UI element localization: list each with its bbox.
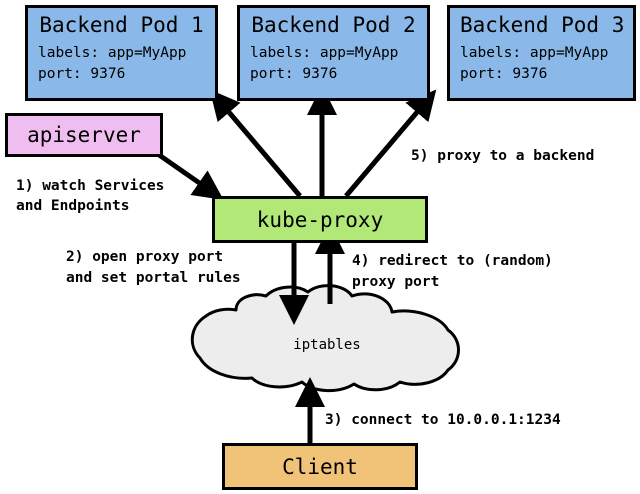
backend-pod-2-labels: labels: app=MyApp <box>250 45 399 61</box>
iptables-label: iptables <box>293 337 361 353</box>
iptables-cloud-shape <box>190 284 460 392</box>
step-2-label-line2: and set portal rules <box>66 270 241 286</box>
backend-pod-2-title: Backend Pod 2 <box>251 13 416 37</box>
step-1-label-line1: 1) watch Services <box>16 178 165 194</box>
step-1-label-line2: and Endpoints <box>16 198 130 214</box>
kube-proxy-box[interactable]: kube-proxy <box>212 196 428 243</box>
backend-pod-2-port: port: 9376 <box>250 66 338 82</box>
step-4-label-line1: 4) redirect to (random) <box>352 253 553 269</box>
backend-pod-1-labels: labels: app=MyApp <box>38 45 187 61</box>
backend-pod-3-port: port: 9376 <box>460 66 548 82</box>
client-label: Client <box>282 454 358 479</box>
backend-pod-3-box[interactable]: Backend Pod 3 labels: app=MyApp port: 93… <box>447 5 636 101</box>
backend-pod-1-port: port: 9376 <box>38 66 126 82</box>
step-4-label-line2: proxy port <box>352 274 440 290</box>
step-2-label-line1: 2) open proxy port <box>66 249 224 265</box>
kube-proxy-label: kube-proxy <box>256 207 384 232</box>
apiserver-label: apiserver <box>27 123 141 147</box>
step-3-label: 3) connect to 10.0.0.1:1234 <box>325 412 561 428</box>
step-5-label: 5) proxy to a backend <box>411 148 595 164</box>
backend-pod-1-box[interactable]: Backend Pod 1 labels: app=MyApp port: 93… <box>25 5 218 101</box>
backend-pod-2-box[interactable]: Backend Pod 2 labels: app=MyApp port: 93… <box>237 5 430 101</box>
backend-pod-1-title: Backend Pod 1 <box>39 13 204 37</box>
apiserver-box[interactable]: apiserver <box>5 113 163 157</box>
backend-pod-3-labels: labels: app=MyApp <box>460 45 609 61</box>
client-box[interactable]: Client <box>222 443 418 490</box>
backend-pod-3-title: Backend Pod 3 <box>460 13 625 37</box>
